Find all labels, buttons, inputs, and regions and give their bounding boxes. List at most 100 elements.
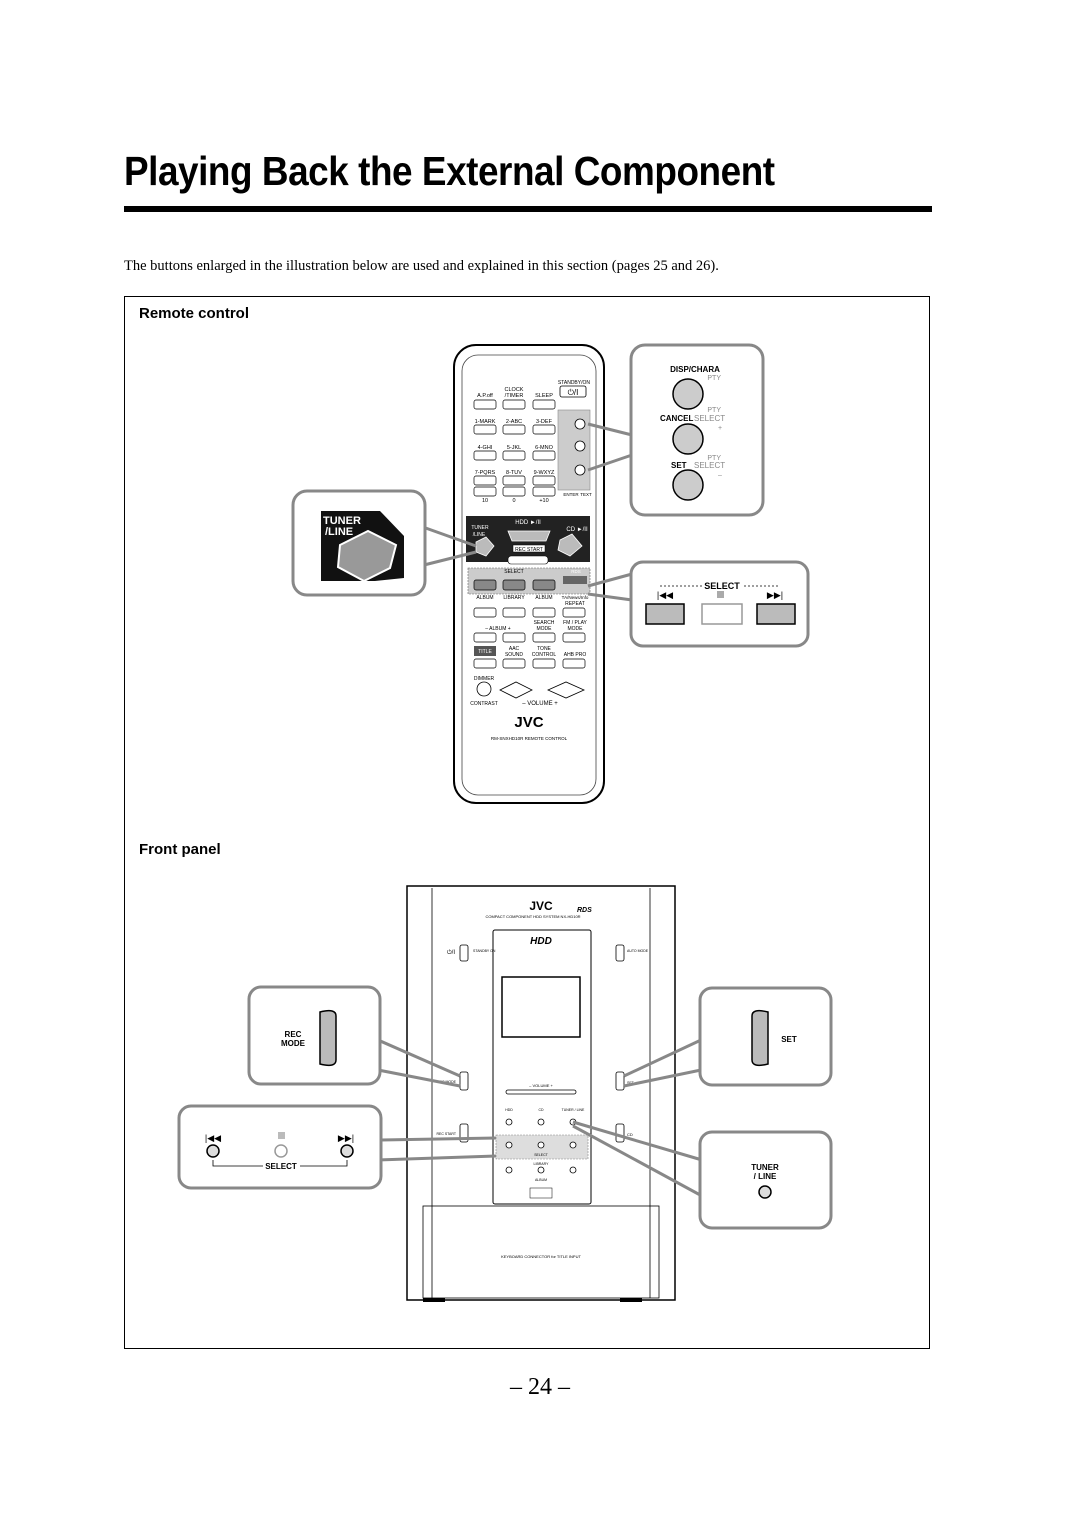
remote-hdd-label: HDD ►/II [515, 520, 541, 526]
remote-cancel-button[interactable] [574, 440, 586, 452]
remote-next-button[interactable] [532, 579, 556, 591]
zoom-mode-label: MODE [281, 1039, 306, 1048]
digit-key-6[interactable] [532, 450, 556, 461]
remote-apoff-button[interactable] [473, 399, 497, 410]
front-set-button[interactable] [615, 1071, 625, 1091]
remote-album-down-button[interactable] [473, 607, 497, 618]
digit-key-1[interactable] [473, 424, 497, 435]
zoom-cancel-button[interactable] [672, 423, 704, 455]
remote-search-mode-button[interactable] [532, 632, 556, 643]
front-auto-mode-button[interactable] [615, 944, 625, 962]
front-cd-eject-button[interactable] [615, 1123, 625, 1143]
front-prev-button[interactable] [505, 1141, 513, 1149]
front-power-icon: ⏻/I [447, 949, 455, 956]
front-rec-mode-button[interactable] [459, 1071, 469, 1091]
front-cd-play-button[interactable] [537, 1118, 545, 1126]
remote-play-mode-button[interactable] [562, 632, 586, 643]
remote-timer-button[interactable] [502, 399, 526, 410]
zoom-set: SET [623, 986, 833, 1088]
key-label: 1-MARK [475, 419, 496, 425]
digit-key-7[interactable] [473, 475, 497, 486]
digit-key-5[interactable] [502, 450, 526, 461]
remote-tuner-label: TUNER [471, 525, 489, 531]
zoom-set-label: SET [671, 461, 687, 470]
front-next-button[interactable] [569, 1141, 577, 1149]
remote-tuner-line-button[interactable] [475, 536, 495, 557]
zoom-set-front-button[interactable] [751, 1009, 769, 1067]
zoom-set-button[interactable] [672, 469, 704, 501]
remote-album-plus-button[interactable] [502, 632, 526, 643]
remote-timer-label: /TIMER [505, 393, 524, 399]
remote-ahb-pro-button[interactable] [562, 658, 586, 669]
zoom-front-prev-button[interactable] [206, 1144, 220, 1158]
zoom-front-tuner-button[interactable] [758, 1185, 772, 1199]
front-album-down-button[interactable] [505, 1166, 513, 1174]
remote-power-button[interactable] [559, 385, 587, 398]
digit-key-3[interactable] [532, 424, 556, 435]
remote-album-up-button[interactable] [532, 607, 556, 618]
front-volume-label: – VOLUME + [529, 1083, 553, 1088]
front-hdd-play-button[interactable] [505, 1118, 513, 1126]
remote-stop-button[interactable] [502, 579, 526, 591]
front-album-up-button[interactable] [569, 1166, 577, 1174]
remote-title-edit-key[interactable] [473, 658, 497, 669]
front-section-label: Front panel [139, 841, 221, 858]
remote-rds-control-button[interactable] [563, 576, 587, 584]
remote-title-edit-button[interactable] [474, 646, 496, 656]
zoom-rec-mode-button[interactable] [319, 1009, 337, 1067]
remote-prev-button[interactable] [473, 579, 497, 591]
front-stop-button[interactable] [537, 1141, 545, 1149]
front-model-line: COMPACT COMPONENT HDD SYSTEM NX-HD10R [485, 914, 580, 919]
front-volume-slider[interactable] [505, 1089, 577, 1095]
digit-key-10[interactable] [473, 486, 497, 497]
remote-sleep-button[interactable] [532, 399, 556, 410]
zoom-stop-button[interactable] [701, 603, 743, 625]
remote-sound-label: SOUND [505, 652, 523, 658]
key-label: 3-DEF [536, 419, 553, 425]
front-prev-icon: |◀◀ [205, 1133, 221, 1143]
remote-set-button[interactable] [574, 464, 586, 476]
remote-library-button[interactable] [502, 607, 526, 618]
zoom-front-next-button[interactable] [340, 1144, 354, 1158]
remote-repeat-button[interactable] [562, 607, 586, 618]
zoom-next-button[interactable] [756, 603, 796, 625]
remote-album-minus-button[interactable] [473, 632, 497, 643]
remote-stop-oval[interactable] [507, 555, 549, 565]
intro-text: The buttons enlarged in the illustration… [124, 258, 719, 274]
digit-key-plus10[interactable] [532, 486, 556, 497]
zoom-set-front-label: SET [781, 1035, 797, 1044]
front-standby-button[interactable] [459, 944, 469, 962]
front-set-label: SET [627, 1081, 635, 1085]
remote-ta-label: TA/News/Info [562, 595, 589, 600]
remote-album-pm-label: – ALBUM + [485, 626, 511, 632]
front-library-button[interactable] [537, 1166, 545, 1174]
remote-tone-control-button[interactable] [532, 658, 556, 669]
remote-rec-start-button[interactable] [512, 544, 546, 553]
zoom-front-line-label: / LINE [754, 1172, 777, 1181]
digit-key-0[interactable] [502, 486, 526, 497]
zoom-disp-cancel-set: DISP/CHARA PTY PTY CANCEL SELECT + PTY S… [587, 343, 765, 517]
next-track-icon: ▶▶| [767, 590, 783, 600]
remote-dimmer-button[interactable] [476, 681, 492, 697]
remote-cd-button[interactable] [557, 533, 583, 557]
digit-key-9[interactable] [532, 475, 556, 486]
remote-aac-sound-button[interactable] [502, 658, 526, 669]
zoom-tuner-line: TUNER /LINE [291, 489, 477, 597]
stop-icon [717, 591, 724, 598]
digit-key-8[interactable] [502, 475, 526, 486]
zoom-front-stop-button[interactable] [274, 1144, 288, 1158]
digit-key-4[interactable] [473, 450, 497, 461]
front-next-icon: ▶▶| [338, 1133, 354, 1143]
zoom-prev-button[interactable] [645, 603, 685, 625]
remote-volume-down-button[interactable] [499, 681, 533, 699]
zoom-disp-chara-button[interactable] [672, 378, 704, 410]
digit-key-2[interactable] [502, 424, 526, 435]
remote-rec-start-label: REC START [515, 547, 543, 553]
remote-search-mode-label: MODE [537, 626, 553, 632]
zoom-tuner-line-button[interactable] [336, 529, 398, 583]
zoom-plus-label: + [718, 425, 722, 432]
remote-hdd-button[interactable] [507, 530, 551, 542]
remote-volume-up-button[interactable] [547, 681, 585, 699]
remote-disp-chara-button[interactable] [574, 418, 586, 430]
